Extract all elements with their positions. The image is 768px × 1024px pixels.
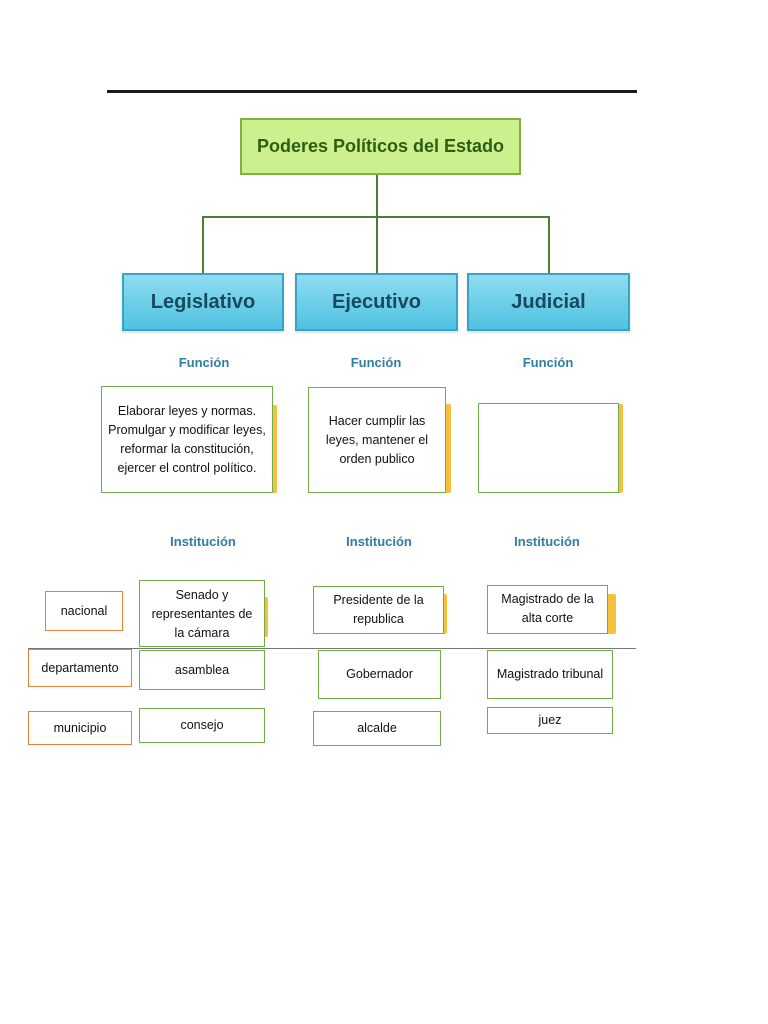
institution-departamento-judicial: Magistrado tribunal bbox=[487, 650, 613, 699]
level-nacional: nacional bbox=[45, 591, 123, 631]
branch-connector bbox=[202, 216, 550, 218]
function-box-judicial bbox=[478, 403, 619, 493]
institution-municipio-legislativo-text: consejo bbox=[180, 718, 224, 732]
top-rule bbox=[107, 90, 637, 93]
institution-nacional-ejecutivo: Presidente de la republica bbox=[313, 586, 444, 634]
level-municipio: municipio bbox=[28, 711, 132, 745]
divider-line bbox=[28, 648, 636, 649]
institution-nacional-judicial-text: Magistrado de la alta corte bbox=[501, 592, 594, 625]
institution-departamento-legislativo-text: asamblea bbox=[174, 662, 230, 677]
branch-legislativo-label: Legislativo bbox=[150, 290, 256, 313]
root-title: Poderes Políticos del Estado bbox=[256, 136, 505, 156]
institution-nacional-legislativo: Senado y representantes de la cámara bbox=[139, 580, 265, 647]
level-municipio-label: municipio bbox=[53, 721, 107, 735]
branch-legislativo: Legislativo bbox=[122, 273, 284, 331]
institution-departamento-ejecutivo-text: Gobernador bbox=[346, 667, 413, 681]
institution-nacional-ejecutivo-text: Presidente de la republica bbox=[333, 593, 424, 626]
branch-judicial: Judicial bbox=[467, 273, 630, 331]
institution-label-judicial: Institución bbox=[514, 534, 580, 549]
function-label-legislativo: Función bbox=[178, 355, 230, 370]
function-box-ejecutivo: Hacer cumplir las leyes, mantener el ord… bbox=[308, 387, 446, 493]
institution-municipio-legislativo: consejo bbox=[139, 708, 265, 743]
institution-departamento-legislativo: asamblea bbox=[139, 650, 265, 690]
function-label-ejecutivo: Función bbox=[350, 355, 402, 370]
level-departamento-label: departamento bbox=[41, 661, 119, 675]
institution-municipio-judicial-text: juez bbox=[538, 713, 562, 727]
function-label-judicial: Función bbox=[522, 355, 574, 370]
connector-legislativo bbox=[202, 216, 204, 273]
level-departamento: departamento bbox=[28, 649, 132, 687]
connector-judicial bbox=[548, 216, 550, 273]
function-box-legislativo: Elaborar leyes y normas. Promulgar y mod… bbox=[101, 386, 273, 493]
branch-judicial-label: Judicial bbox=[511, 290, 586, 313]
branch-ejecutivo-label: Ejecutivo bbox=[332, 290, 421, 313]
level-nacional-label: nacional bbox=[60, 604, 108, 618]
institution-nacional-legislativo-text: Senado y representantes de la cámara bbox=[151, 588, 253, 640]
root-connector bbox=[376, 175, 378, 273]
institution-label-legislativo: Institución bbox=[170, 534, 236, 549]
institution-departamento-judicial-text: Magistrado tribunal bbox=[496, 667, 604, 681]
institution-label-ejecutivo: Institución bbox=[346, 534, 412, 549]
branch-ejecutivo: Ejecutivo bbox=[295, 273, 458, 331]
institution-departamento-ejecutivo: Gobernador bbox=[318, 650, 441, 699]
institution-municipio-judicial: juez bbox=[487, 707, 613, 734]
function-text-ejecutivo: Hacer cumplir las leyes, mantener el ord… bbox=[325, 414, 429, 466]
function-text-legislativo: Elaborar leyes y normas. Promulgar y mod… bbox=[108, 403, 266, 475]
institution-municipio-ejecutivo: alcalde bbox=[313, 711, 441, 746]
institution-municipio-ejecutivo-text: alcalde bbox=[357, 721, 397, 735]
institution-nacional-judicial: Magistrado de la alta corte bbox=[487, 585, 608, 634]
root-node: Poderes Políticos del Estado bbox=[240, 118, 521, 175]
